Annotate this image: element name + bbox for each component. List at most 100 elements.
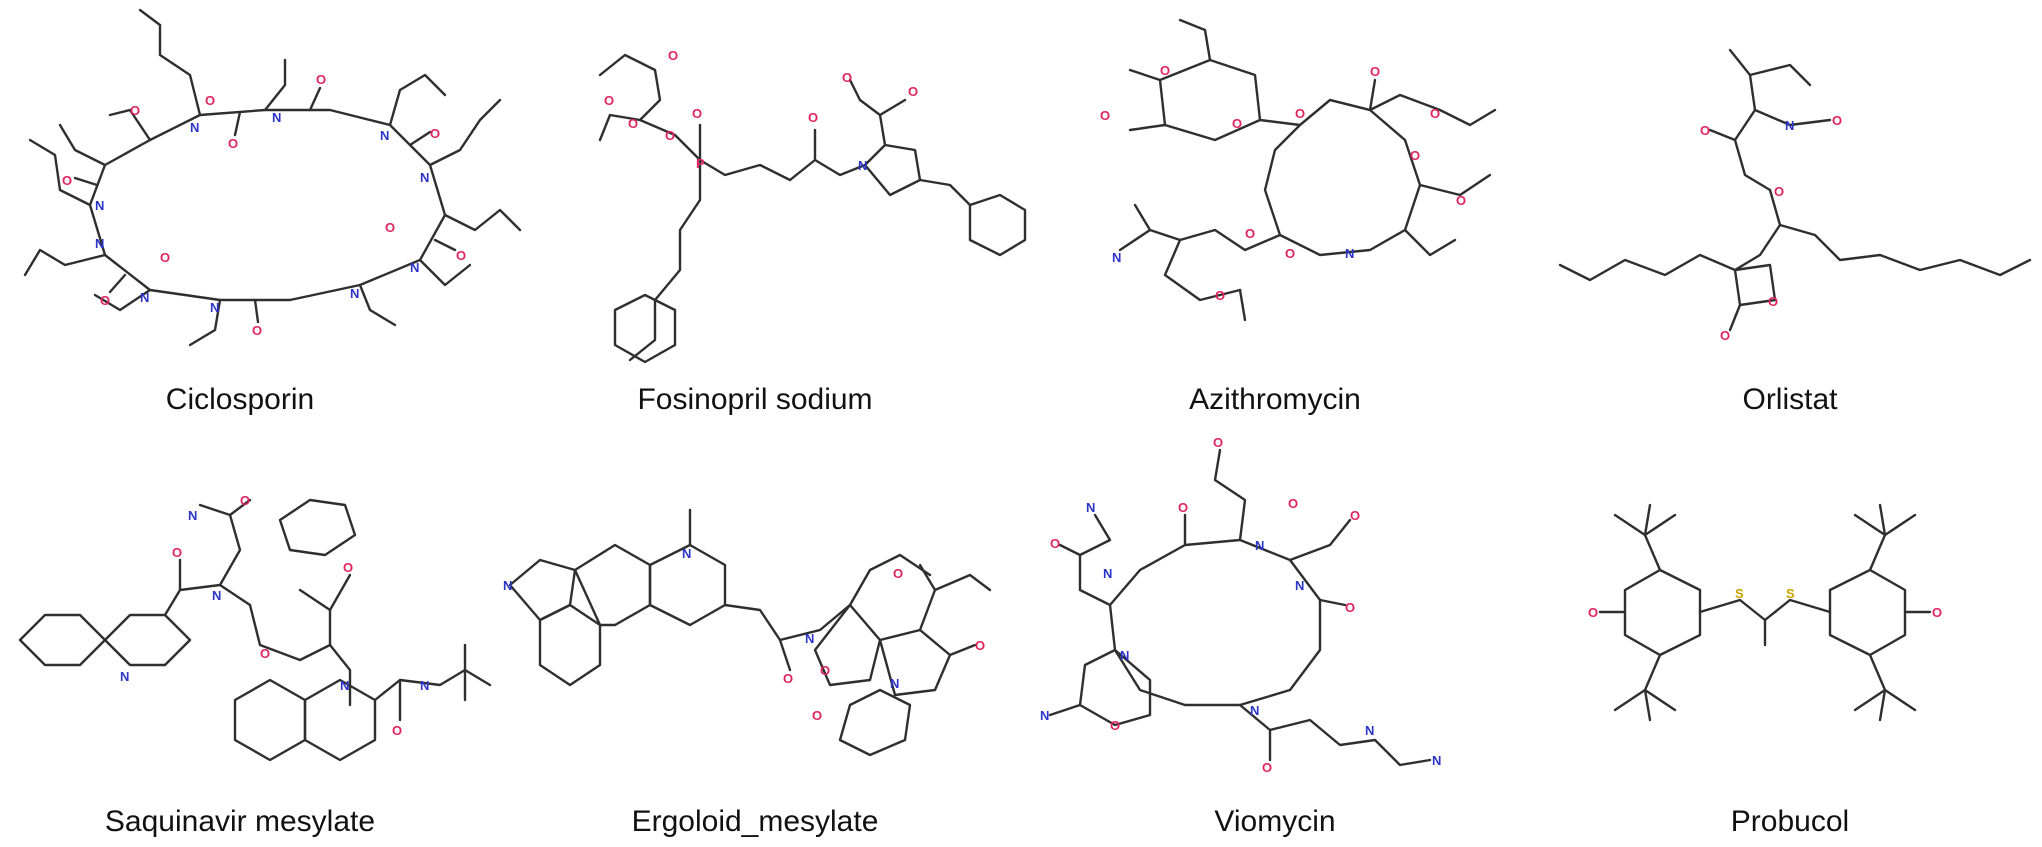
svg-text:O: O	[1832, 113, 1842, 128]
svg-text:O: O	[392, 723, 402, 738]
svg-text:O: O	[1350, 508, 1360, 523]
svg-text:O: O	[1178, 500, 1188, 515]
svg-text:N: N	[380, 128, 389, 143]
svg-text:O: O	[172, 545, 182, 560]
svg-text:O: O	[1100, 108, 1110, 123]
compound-label-ergoloid: Ergoloid_mesylate	[631, 805, 879, 838]
svg-text:N: N	[212, 588, 221, 603]
svg-text:O: O	[1932, 605, 1942, 620]
svg-text:N: N	[1250, 703, 1259, 718]
svg-text:N: N	[350, 286, 359, 301]
svg-text:N: N	[1345, 246, 1354, 261]
svg-text:O: O	[665, 128, 675, 143]
structure-ergoloid: N N O N O O O N O	[503, 508, 992, 757]
svg-text:N: N	[1295, 578, 1304, 593]
svg-text:O: O	[1410, 148, 1420, 163]
svg-text:O: O	[820, 663, 830, 678]
svg-text:O: O	[1370, 64, 1380, 79]
svg-text:O: O	[240, 493, 250, 508]
svg-text:N: N	[420, 678, 429, 693]
structure-ciclosporin: O O O O O O O O O O O N N N N N N N N N …	[23, 8, 522, 347]
svg-text:O: O	[668, 48, 678, 63]
svg-text:O: O	[1345, 600, 1355, 615]
svg-text:N: N	[272, 110, 281, 125]
svg-text:N: N	[1086, 500, 1095, 515]
svg-text:O: O	[1288, 496, 1298, 511]
svg-text:N: N	[140, 290, 149, 305]
svg-text:O: O	[343, 560, 353, 575]
svg-text:O: O	[205, 93, 215, 108]
svg-text:O: O	[160, 250, 170, 265]
svg-text:N: N	[1103, 566, 1112, 581]
svg-text:O: O	[430, 126, 440, 141]
svg-text:O: O	[812, 708, 822, 723]
svg-text:O: O	[842, 70, 852, 85]
svg-text:O: O	[100, 293, 110, 308]
svg-text:O: O	[62, 173, 72, 188]
svg-text:O: O	[1262, 760, 1272, 775]
svg-text:O: O	[1110, 718, 1120, 733]
svg-text:O: O	[252, 323, 262, 338]
structure-azithromycin: O O O O O O O O O O O N N	[1100, 18, 1497, 322]
svg-text:N: N	[190, 120, 199, 135]
svg-text:N: N	[340, 678, 349, 693]
svg-text:N: N	[1112, 250, 1121, 265]
svg-text:O: O	[783, 671, 793, 686]
svg-text:O: O	[975, 638, 985, 653]
svg-text:O: O	[228, 136, 238, 151]
svg-text:O: O	[1430, 106, 1440, 121]
svg-text:O: O	[456, 248, 466, 263]
svg-text:O: O	[1700, 123, 1710, 138]
svg-text:O: O	[1160, 63, 1170, 78]
svg-text:O: O	[316, 72, 326, 87]
svg-text:N: N	[805, 631, 814, 646]
compound-label-viomycin: Viomycin	[1214, 805, 1336, 838]
svg-text:N: N	[188, 508, 197, 523]
svg-text:O: O	[1213, 435, 1223, 450]
structure-probucol: O S S O	[1588, 503, 1942, 722]
svg-text:O: O	[260, 646, 270, 661]
svg-text:N: N	[1432, 753, 1441, 768]
svg-text:N: N	[1120, 648, 1129, 663]
structure-viomycin: N O N O O N O O N O N N O N O N N	[1040, 435, 1441, 775]
svg-text:O: O	[1588, 605, 1598, 620]
svg-text:O: O	[1285, 246, 1295, 261]
svg-text:S: S	[1786, 586, 1795, 601]
svg-text:O: O	[1295, 106, 1305, 121]
compound-label-azithromycin: Azithromycin	[1189, 383, 1361, 416]
svg-text:O: O	[628, 116, 638, 131]
svg-text:O: O	[808, 110, 818, 125]
svg-text:N: N	[95, 198, 104, 213]
svg-text:O: O	[1774, 184, 1784, 199]
compound-label-probucol: Probucol	[1730, 805, 1850, 838]
svg-text:O: O	[908, 84, 918, 99]
svg-text:O: O	[1232, 116, 1242, 131]
svg-text:N: N	[1255, 538, 1264, 553]
compound-label-fosinopril: Fosinopril sodium	[637, 383, 873, 416]
svg-text:N: N	[890, 676, 899, 691]
svg-text:N: N	[1365, 723, 1374, 738]
svg-text:N: N	[420, 170, 429, 185]
svg-text:N: N	[210, 300, 219, 315]
structure-saquinavir: N O N O N O O N O N	[18, 493, 492, 762]
svg-text:O: O	[1720, 328, 1730, 343]
svg-text:N: N	[120, 669, 129, 684]
structure-fosinopril: O O O O O O O O N P	[598, 48, 1027, 364]
structure-orlistat: N O O O O O	[1558, 48, 2032, 343]
svg-text:N: N	[1785, 118, 1794, 133]
svg-text:N: N	[858, 158, 867, 173]
svg-text:N: N	[682, 546, 691, 561]
svg-text:P: P	[696, 156, 705, 171]
svg-text:O: O	[1456, 193, 1466, 208]
svg-text:N: N	[410, 260, 419, 275]
svg-text:N: N	[95, 236, 104, 251]
compound-label-ciclosporin: Ciclosporin	[165, 383, 315, 416]
svg-text:O: O	[692, 106, 702, 121]
svg-text:O: O	[130, 103, 140, 118]
svg-text:O: O	[1050, 536, 1060, 551]
svg-text:O: O	[604, 93, 614, 108]
svg-text:O: O	[1768, 294, 1778, 309]
compound-label-orlistat: Orlistat	[1742, 383, 1838, 416]
compound-label-saquinavir: Saquinavir mesylate	[104, 805, 376, 838]
